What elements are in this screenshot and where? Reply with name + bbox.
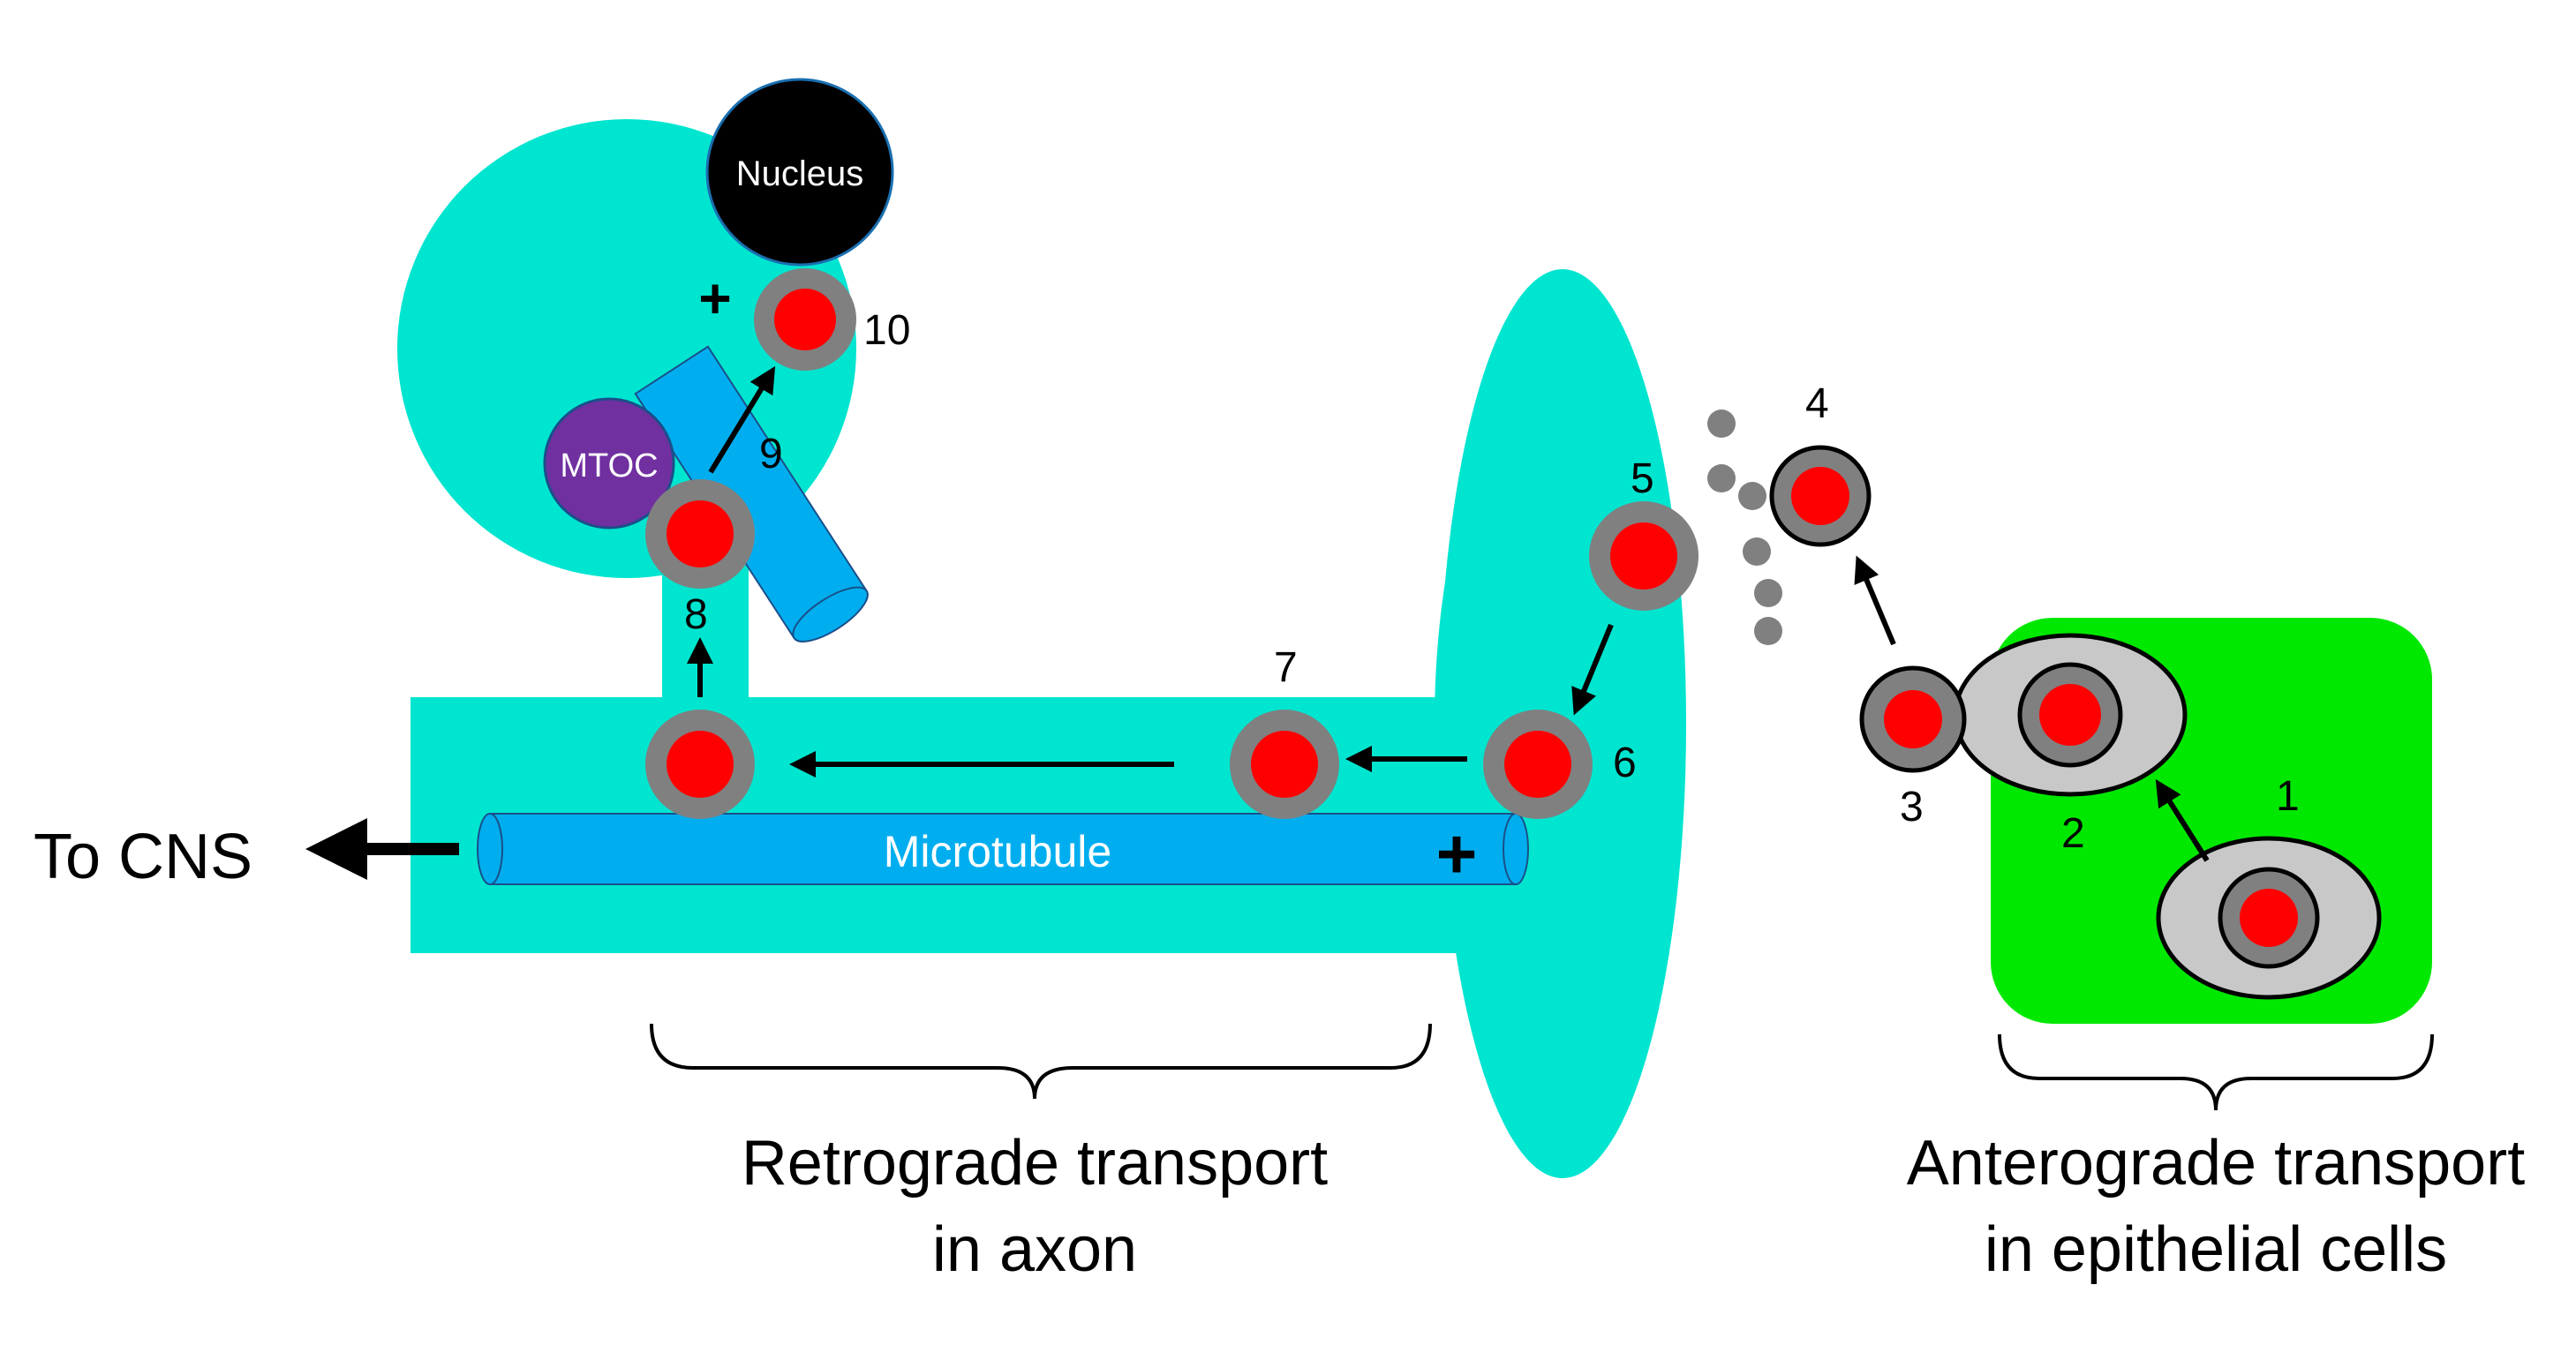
virus-step-5-cargo	[1610, 522, 1677, 590]
retrograde-label-line2: in axon	[932, 1214, 1137, 1285]
step-3-label: 3	[1900, 784, 1924, 830]
step-6-label: 6	[1613, 740, 1637, 786]
nucleus-label: Nucleus	[736, 154, 864, 193]
anterograde-label-line1: Anterograde transport	[1907, 1128, 2525, 1198]
step-numbers: 1 2 3 4 5 6 7 8 9 10	[684, 307, 2300, 857]
virus-axon-cargo	[667, 731, 734, 798]
virus-step-7-cargo	[1251, 731, 1318, 798]
anterograde-brace	[1998, 1033, 2434, 1111]
anterograde-label-line2: in epithelial cells	[1985, 1214, 2447, 1285]
step-7-label: 7	[1274, 644, 1298, 691]
retrograde-brace	[650, 1023, 1432, 1100]
step-9-label: 9	[759, 431, 783, 477]
virus-step-10-cargo	[774, 289, 836, 350]
step-10-label: 10	[863, 307, 910, 354]
arrow-5-to-6	[1571, 623, 1614, 716]
mtoc-label: MTOC	[560, 447, 658, 485]
step-4-label: 4	[1805, 380, 1829, 427]
axon-plus-sign: +	[1436, 815, 1478, 893]
virus-step-1-cargo	[2240, 889, 2298, 947]
step-8-label: 8	[684, 591, 708, 638]
step-1-label: 1	[2276, 773, 2300, 820]
virus-step-8-cargo	[667, 500, 734, 567]
soma-plus-sign: +	[698, 267, 731, 330]
to-cns-label: To CNS	[34, 822, 252, 892]
arrow-3-to-4	[1854, 555, 1896, 646]
virus-step-2-cargo	[2039, 684, 2101, 746]
retrograde-label-line1: Retrograde transport	[742, 1128, 1328, 1198]
step-2-label: 2	[2061, 810, 2085, 857]
step-5-label: 5	[1631, 455, 1654, 502]
axon-microtubule: Microtubule +	[477, 813, 1529, 893]
arrows	[687, 365, 2210, 862]
mtoc: MTOC	[543, 397, 675, 530]
virus-step-6-cargo	[1504, 731, 1571, 798]
arrow-8-to-10	[708, 365, 776, 474]
soma-microtubule	[634, 345, 869, 642]
microtubule-label: Microtubule	[884, 827, 1111, 876]
virus-step-3-cargo	[1884, 690, 1942, 748]
arrow-1-to-2	[2155, 778, 2210, 862]
nucleus: Nucleus	[705, 78, 894, 267]
envelope-fragments	[1707, 410, 1782, 645]
virus-step-4-cargo	[1791, 467, 1849, 525]
virus-particles	[645, 268, 2382, 1000]
